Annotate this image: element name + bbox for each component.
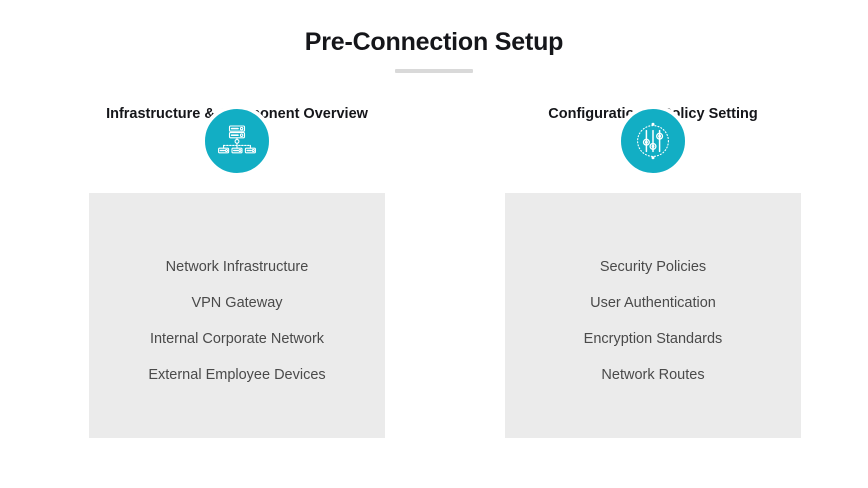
- list-item[interactable]: Internal Corporate Network: [149, 331, 325, 347]
- item-list-configuration: Security Policies User Authentication En…: [515, 249, 791, 393]
- column-configuration: Configuration & Policy Setting: [505, 105, 801, 438]
- list-item[interactable]: External Employee Devices: [148, 367, 326, 383]
- list-item[interactable]: Encryption Standards: [583, 331, 723, 347]
- panel-wrap-infrastructure: Network Infrastructure VPN Gateway Inter…: [89, 105, 385, 438]
- list-item[interactable]: Network Routes: [601, 367, 705, 383]
- network-topology-icon: [201, 105, 273, 177]
- list-item[interactable]: VPN Gateway: [191, 295, 283, 311]
- columns-container: Infrastructure & Component Overview: [0, 105, 868, 445]
- page-title: Pre-Connection Setup: [304, 28, 564, 56]
- list-item[interactable]: Network Infrastructure: [165, 259, 309, 275]
- panel-configuration: Security Policies User Authentication En…: [505, 193, 801, 438]
- page-header: Pre-Connection Setup: [0, 26, 868, 73]
- panel-infrastructure: Network Infrastructure VPN Gateway Inter…: [89, 193, 385, 438]
- panel-wrap-configuration: Security Policies User Authentication En…: [505, 105, 801, 438]
- settings-sliders-icon: [617, 105, 689, 177]
- list-item[interactable]: User Authentication: [590, 295, 716, 311]
- item-list-infrastructure: Network Infrastructure VPN Gateway Inter…: [99, 249, 375, 393]
- column-infrastructure: Infrastructure & Component Overview: [89, 105, 385, 438]
- list-item[interactable]: Security Policies: [599, 259, 707, 275]
- title-underline-divider: [395, 69, 473, 73]
